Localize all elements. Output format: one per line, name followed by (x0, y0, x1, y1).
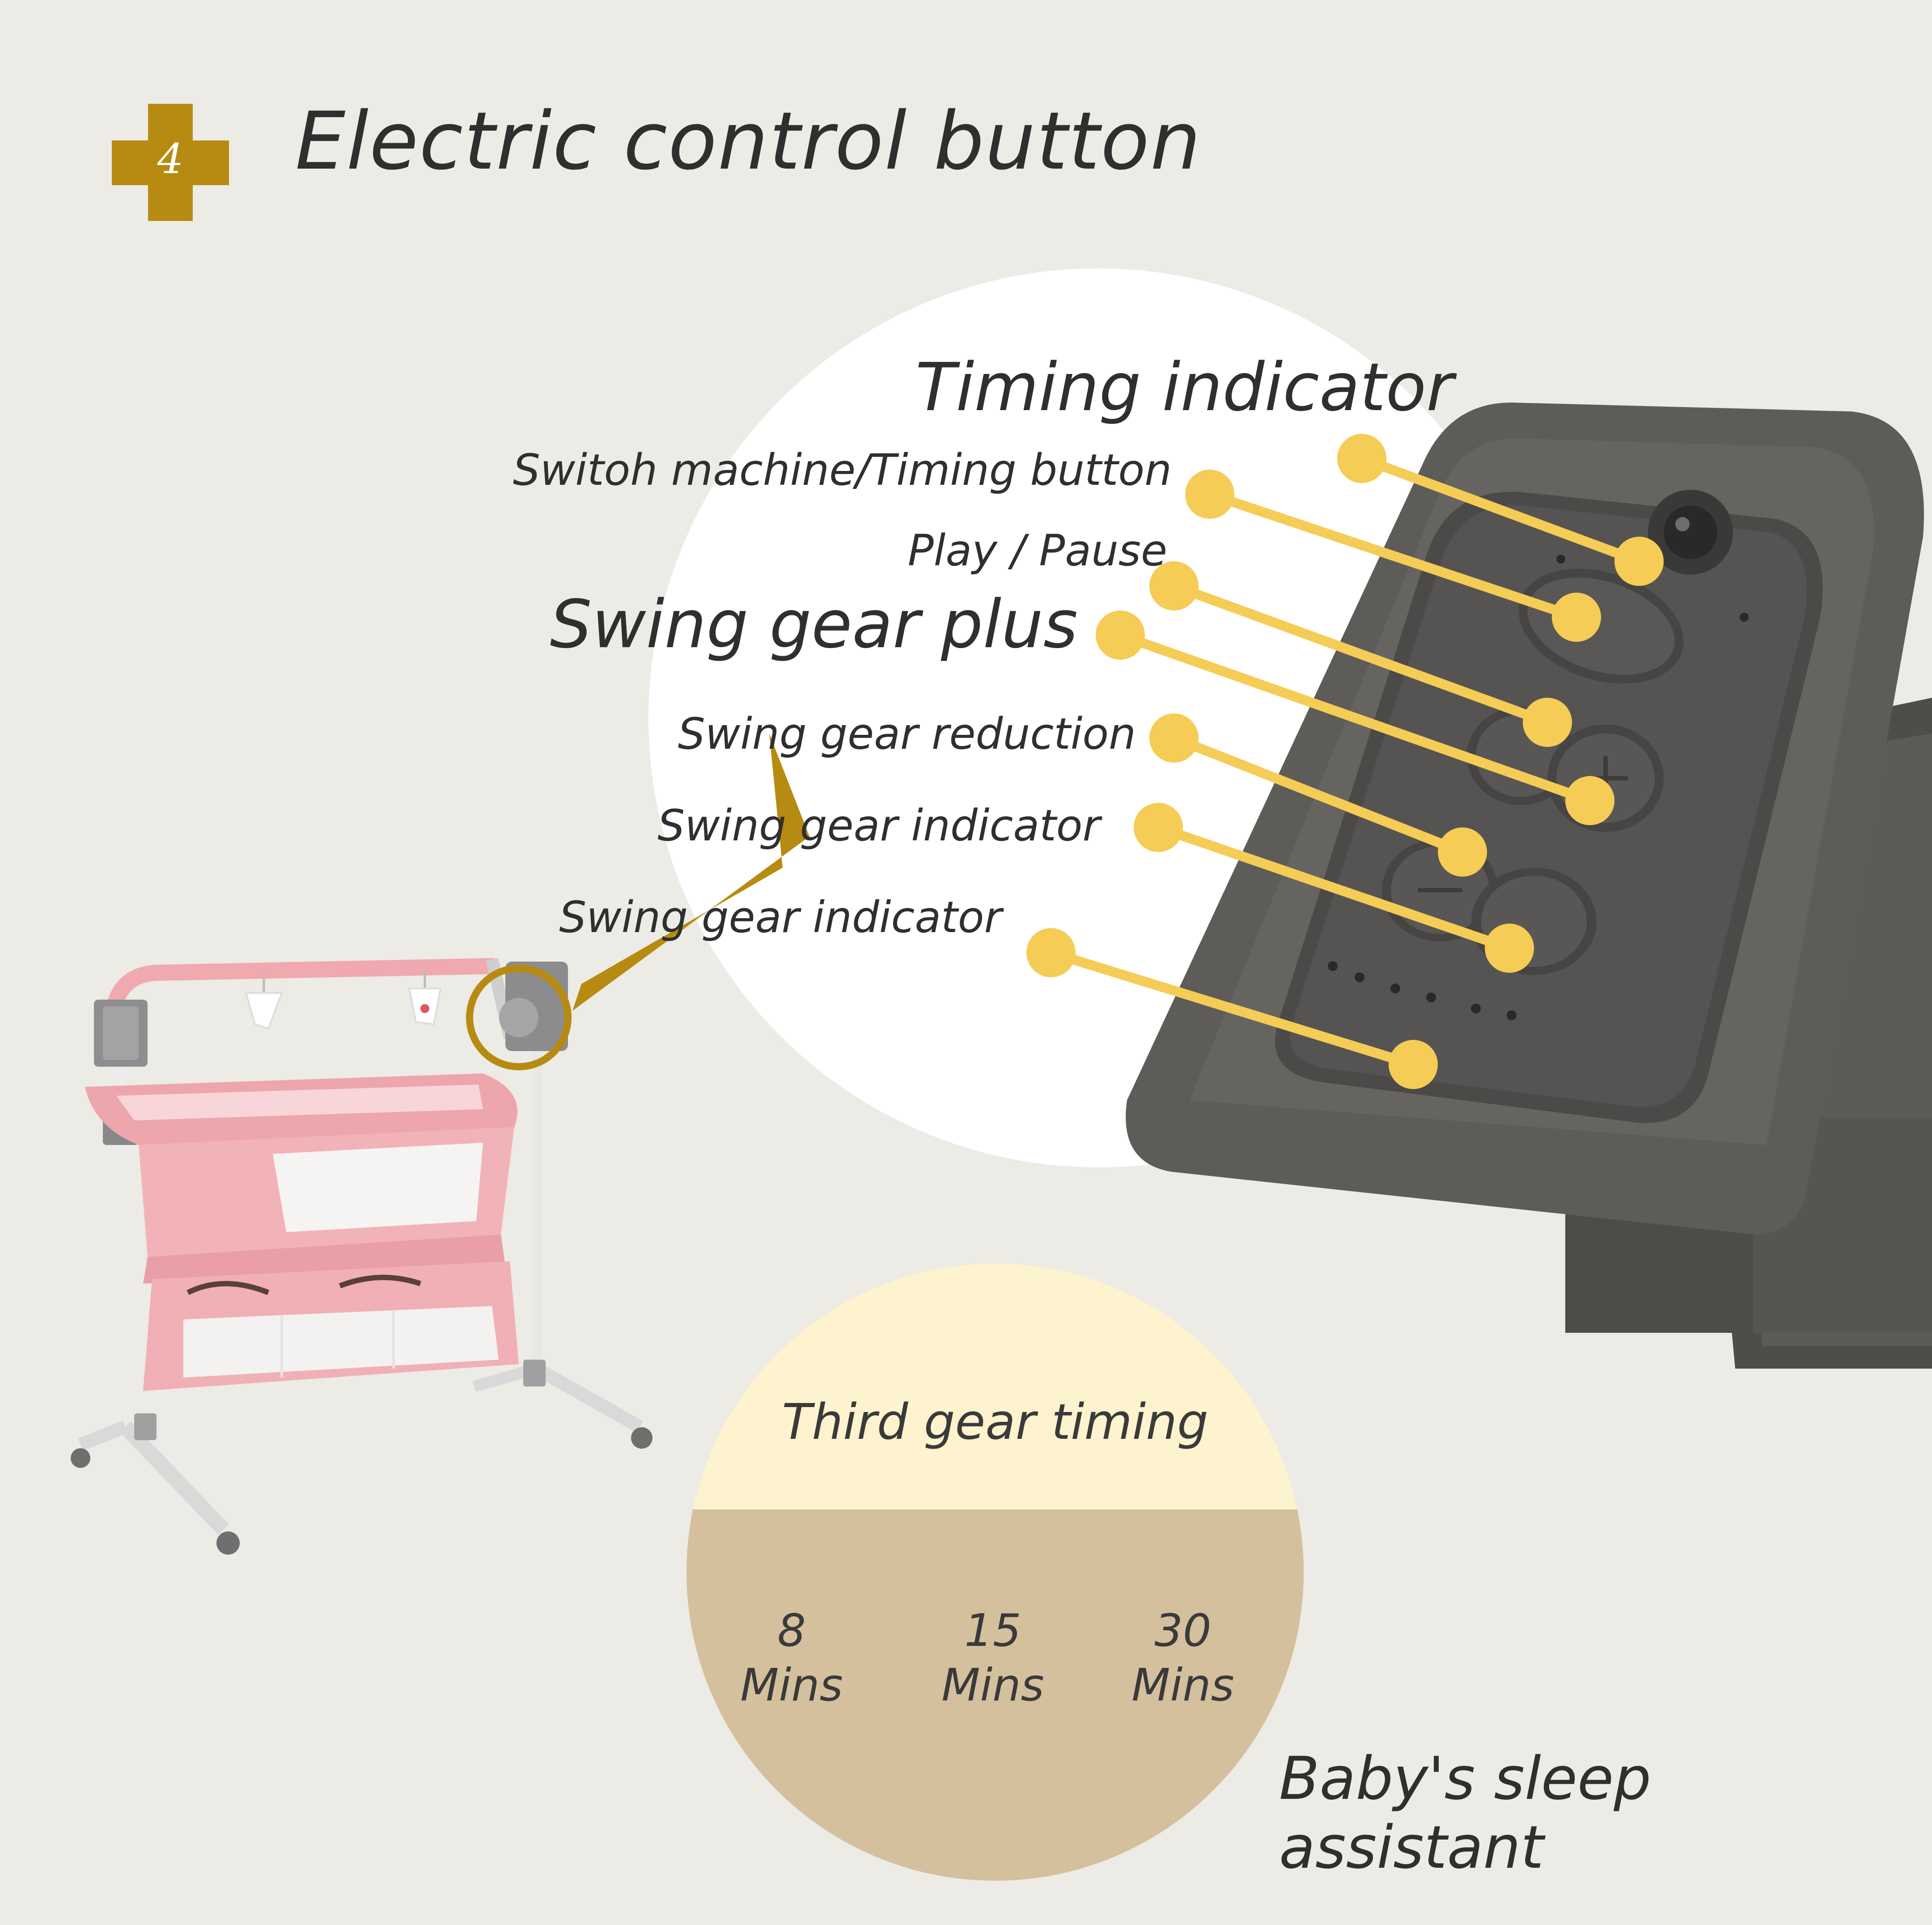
page-title: Electric control button (295, 95, 1202, 187)
callout-label-gear-reduction: Swing gear reduction (678, 709, 1136, 759)
timing-option-value: 15 (964, 1604, 1021, 1657)
timing-option-value: 8 (777, 1604, 806, 1657)
timing-title: Third gear timing (782, 1393, 1208, 1450)
timing-option-8: 8 Mins (718, 1603, 865, 1713)
timing-panel: Third gear timing 8 Mins 15 Mins 30 Mins (686, 1264, 1304, 1881)
timing-option-unit: Mins (1131, 1659, 1234, 1711)
controller-device (1118, 385, 1932, 1369)
slogan: Baby's sleep assistant (1279, 1744, 1652, 1882)
callout-label-gear-plus: Swing gear plus (550, 586, 1078, 663)
callout-label-timing-indicator: Timing indicator (915, 349, 1453, 426)
callout-label-timing-button: Switoh machine/Timing button (513, 445, 1172, 495)
timing-option-30: 30 Mins (1109, 1603, 1257, 1713)
step-badge: 4 (112, 104, 229, 221)
crib-illustration (36, 877, 662, 1574)
timing-option-unit: Mins (941, 1659, 1044, 1711)
timing-option-15: 15 Mins (919, 1603, 1067, 1713)
callout-label-play-pause: Play / Pause (907, 526, 1167, 576)
callout-label-gear-indicator-1: Swing gear indicator (657, 801, 1100, 851)
step-number: 4 (157, 135, 184, 183)
timing-option-unit: Mins (740, 1659, 843, 1711)
timing-header-band (686, 1264, 1304, 1509)
callout-label-gear-indicator-2: Swing gear indicator (559, 892, 1002, 942)
timing-option-value: 30 (1154, 1604, 1212, 1657)
zoom-pointer (572, 734, 823, 1073)
